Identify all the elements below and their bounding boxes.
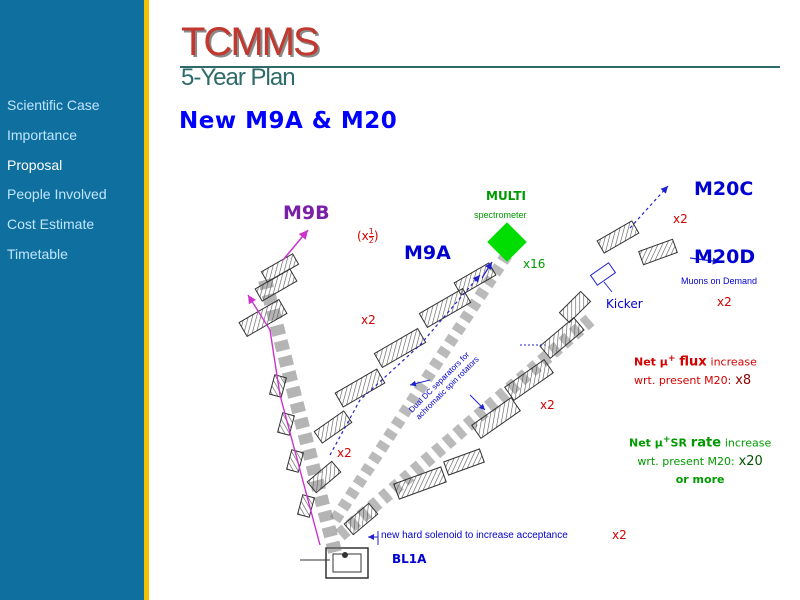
logo: TCMMS (181, 20, 320, 64)
beamline-diagram: M9B M9A M20C M20D BL1A MULTI spectromete… (149, 140, 800, 600)
rate-factor: x20 (738, 453, 763, 469)
m9a-label: M9A (404, 242, 451, 264)
flux-sup: + (667, 353, 676, 364)
flux-prefix: Net μ (634, 355, 668, 369)
multi-spectrometer-box (487, 222, 527, 262)
page-subtitle: 5-Year Plan (181, 64, 296, 91)
m9b-beamline (238, 229, 342, 554)
sidebar-item-timetable[interactable]: Timetable (7, 246, 68, 262)
spectrometer-label: spectrometer (474, 210, 527, 220)
sidebar-item-proposal[interactable]: Proposal (7, 157, 63, 173)
solenoid-label: new hard solenoid to increase acceptance (381, 530, 568, 541)
sidebar-item-people-involved[interactable]: People Involved (7, 186, 107, 202)
m20-beamline (335, 185, 721, 541)
multi-label: MULTI (486, 189, 526, 203)
m20c-factor: x2 (673, 212, 688, 226)
solenoid-factor: x2 (612, 528, 627, 542)
sidebar-item-importance[interactable]: Importance (7, 127, 78, 143)
m9b-lower-factor: x2 (337, 446, 352, 460)
beamline-drawing (238, 185, 721, 579)
factor-prefix: (x (357, 229, 369, 243)
rate-word: rate (690, 435, 722, 451)
m9b-label: M9B (283, 202, 330, 224)
factor-suffix: ) (373, 229, 379, 243)
header-rule (180, 66, 780, 68)
flux-word: flux (679, 354, 707, 370)
sidebar-item-cost-estimate[interactable]: Cost Estimate (7, 216, 95, 232)
m20-factor: x2 (540, 398, 555, 412)
kicker-label: Kicker (606, 297, 643, 311)
flux-suffix: increase (710, 355, 757, 369)
rate-sr: SR (670, 436, 687, 450)
bl1a-label: BL1A (392, 552, 427, 566)
flux-ref: wrt. present M20: (634, 373, 732, 387)
m9a-beamline (306, 246, 516, 524)
rate-sup: + (662, 434, 671, 445)
m20d-factor: x2 (717, 295, 732, 309)
sidebar: Scientific Case Importance Proposal Peop… (0, 0, 144, 600)
rate-note: Net μ+SR rate increase wrt. present M20:… (629, 431, 771, 489)
muons-on-demand-label: Muons on Demand (681, 276, 758, 286)
m9a-factor: x2 (361, 313, 376, 327)
factor-denominator: 2 (368, 236, 374, 245)
rate-prefix: Net μ (629, 436, 663, 450)
rate-suffix: increase (724, 436, 772, 450)
multi-factor: x16 (523, 257, 546, 271)
flux-note: Net μ+ flux increase wrt. present M20: x… (634, 350, 757, 390)
sidebar-border (144, 0, 149, 600)
m20d-label: M20D (694, 246, 756, 268)
m20c-label: M20C (694, 178, 754, 200)
flux-factor: x8 (735, 372, 752, 388)
rate-or-more: or more (675, 472, 725, 486)
production-target (300, 547, 369, 579)
rate-ref: wrt. present M20: (637, 454, 735, 468)
slide-heading: New M9A & M20 (179, 108, 398, 134)
sidebar-item-scientific-case[interactable]: Scientific Case (7, 97, 100, 113)
factor-numerator: 1 (368, 227, 374, 237)
